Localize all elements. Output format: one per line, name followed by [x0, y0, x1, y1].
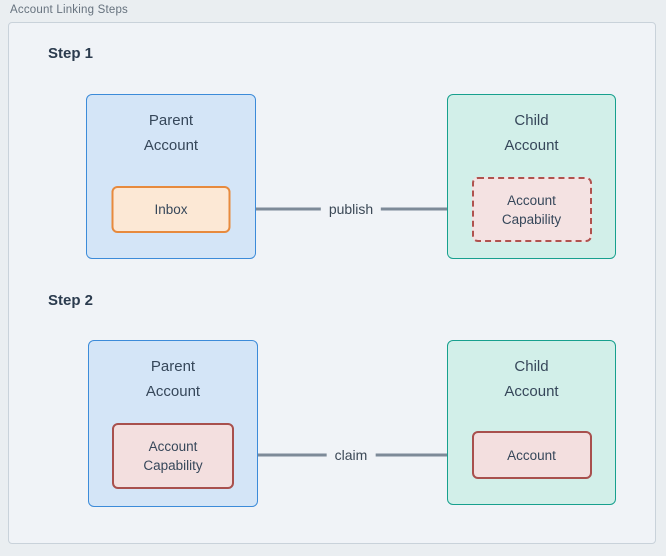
step-1-account-capability-box: Account Capability	[471, 177, 592, 242]
step-2-parent-account-title: Parent Account	[145, 358, 201, 400]
diagram-panel: Step 1 Parent Account Inbox Child Accoun…	[8, 22, 656, 544]
step-1-heading: Step 1	[48, 45, 94, 62]
diagram-title: Account Linking Steps	[10, 4, 128, 16]
step-2-heading: Step 2	[48, 292, 94, 309]
step-2-child-account-title: Child Account	[504, 358, 559, 400]
step-1-parent-account-title: Parent Account	[143, 112, 199, 154]
publish-arrow-label: publish	[320, 200, 382, 218]
step-2-parent-account-box: Parent Account Account Capability	[88, 340, 258, 507]
step-1-child-account-box: Child Account Account Capability	[447, 94, 616, 259]
step-1-child-account-title: Child Account	[504, 112, 559, 154]
step-2-account-box: Account	[471, 431, 592, 479]
step-1-parent-account-box: Parent Account Inbox	[86, 94, 256, 259]
step-1-inbox-box: Inbox	[111, 186, 231, 233]
step-2-child-account-box: Child Account Account	[447, 340, 616, 505]
step-2-account-capability-box: Account Capability	[112, 423, 234, 489]
claim-arrow-label: claim	[326, 446, 376, 464]
